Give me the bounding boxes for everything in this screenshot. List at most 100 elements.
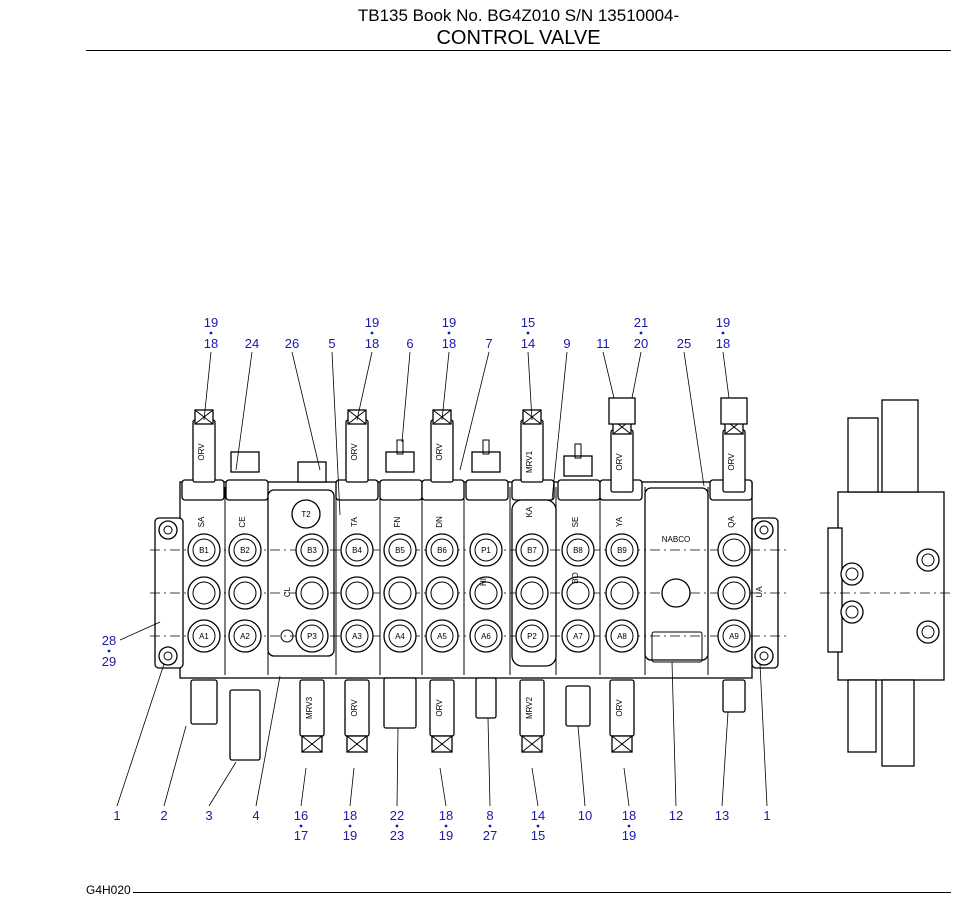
side-top-valve	[847, 417, 879, 493]
leader-line	[722, 351, 730, 399]
valve-label: MRV1	[525, 450, 534, 473]
valve-label: ORV	[615, 453, 624, 471]
callout-number: 21	[634, 315, 648, 330]
callout-dot	[627, 824, 631, 828]
port-face	[722, 581, 746, 605]
top-cap	[720, 397, 748, 425]
port-face	[474, 581, 498, 605]
valve-label: ORV	[615, 699, 624, 717]
leader-line	[331, 351, 341, 516]
callout-number: 6	[406, 336, 413, 351]
bolt-hole	[163, 651, 173, 661]
callout-bottom: 13	[715, 711, 729, 823]
leader-line	[163, 725, 187, 807]
port-face	[722, 624, 746, 648]
nut-hatch	[611, 735, 633, 753]
callout-bottom: 2	[160, 725, 187, 823]
callout-top: 26	[285, 336, 321, 471]
callout-number: 19	[442, 315, 456, 330]
callout-dot	[370, 331, 374, 335]
section-label: CE	[238, 516, 247, 527]
bolt-hole	[163, 525, 173, 535]
port-face	[566, 538, 590, 562]
side-port-inner	[921, 625, 935, 639]
callout-dot	[721, 331, 725, 335]
tank-port-t2	[291, 499, 321, 529]
section-label: UA	[755, 586, 764, 598]
bolt-hole	[759, 651, 769, 661]
callout-number: 12	[669, 808, 683, 823]
leader-line	[396, 727, 399, 807]
callout-number: 22	[390, 808, 404, 823]
header-rule	[86, 50, 951, 51]
callout-top: 25	[677, 336, 705, 487]
callout-number: 13	[715, 808, 729, 823]
port-label-a: A3	[352, 632, 362, 641]
leader-line	[551, 351, 568, 501]
callout-bottom: 3	[205, 761, 237, 823]
port-face	[388, 624, 412, 648]
port-face	[300, 581, 324, 605]
callout-number: 18	[204, 336, 218, 351]
callout-number: 5	[328, 336, 335, 351]
callout-number: 18	[365, 336, 379, 351]
section-cap	[181, 479, 225, 501]
callout-number: 19	[439, 828, 453, 843]
callout-number: 25	[677, 336, 691, 351]
callout-number: 9	[563, 336, 570, 351]
leader-line	[631, 351, 642, 399]
port-face	[430, 624, 454, 648]
callout-dot	[107, 649, 111, 653]
callout-dot	[639, 331, 643, 335]
port-face	[233, 581, 257, 605]
callout-top: 9	[551, 336, 571, 501]
port-face	[388, 581, 412, 605]
callout-number: 26	[285, 336, 299, 351]
callout-number: 23	[390, 828, 404, 843]
section-label: HI	[479, 578, 488, 586]
port-label-a: P3	[307, 632, 317, 641]
top-stub	[482, 439, 490, 455]
side-view	[820, 399, 950, 767]
relief-block	[267, 489, 335, 657]
side-port	[916, 548, 940, 572]
leader-line	[235, 351, 253, 471]
callout-number: 14	[521, 336, 535, 351]
callout-dot	[348, 824, 352, 828]
callout-dot	[447, 331, 451, 335]
top-stub	[396, 439, 404, 455]
leader-line	[255, 675, 281, 807]
port-label-b: B7	[527, 546, 537, 555]
leader-line	[441, 351, 450, 421]
callout-number: 28	[102, 633, 116, 648]
side-top-block	[881, 399, 919, 493]
port-face	[192, 581, 216, 605]
port-label-a: P2	[527, 632, 537, 641]
port-label-b: B8	[573, 546, 583, 555]
leader-line	[487, 717, 491, 807]
top-fitting	[297, 461, 327, 483]
leader-line	[119, 621, 161, 641]
side-bottom-valve	[847, 679, 877, 753]
leader-line	[759, 663, 768, 807]
callout-number: 1	[763, 808, 770, 823]
valve-label: ORV	[435, 699, 444, 717]
callout-number: 19	[365, 315, 379, 330]
side-plate	[827, 527, 843, 653]
port-label-t2: T2	[301, 510, 311, 519]
callout-number: 3	[205, 808, 212, 823]
callout-number: 11	[596, 336, 610, 351]
port-label-a: A7	[573, 632, 583, 641]
section-label: KA	[525, 506, 534, 517]
nut-hatch	[301, 735, 323, 753]
top-fitting	[385, 451, 415, 473]
callout-dot	[526, 331, 530, 335]
